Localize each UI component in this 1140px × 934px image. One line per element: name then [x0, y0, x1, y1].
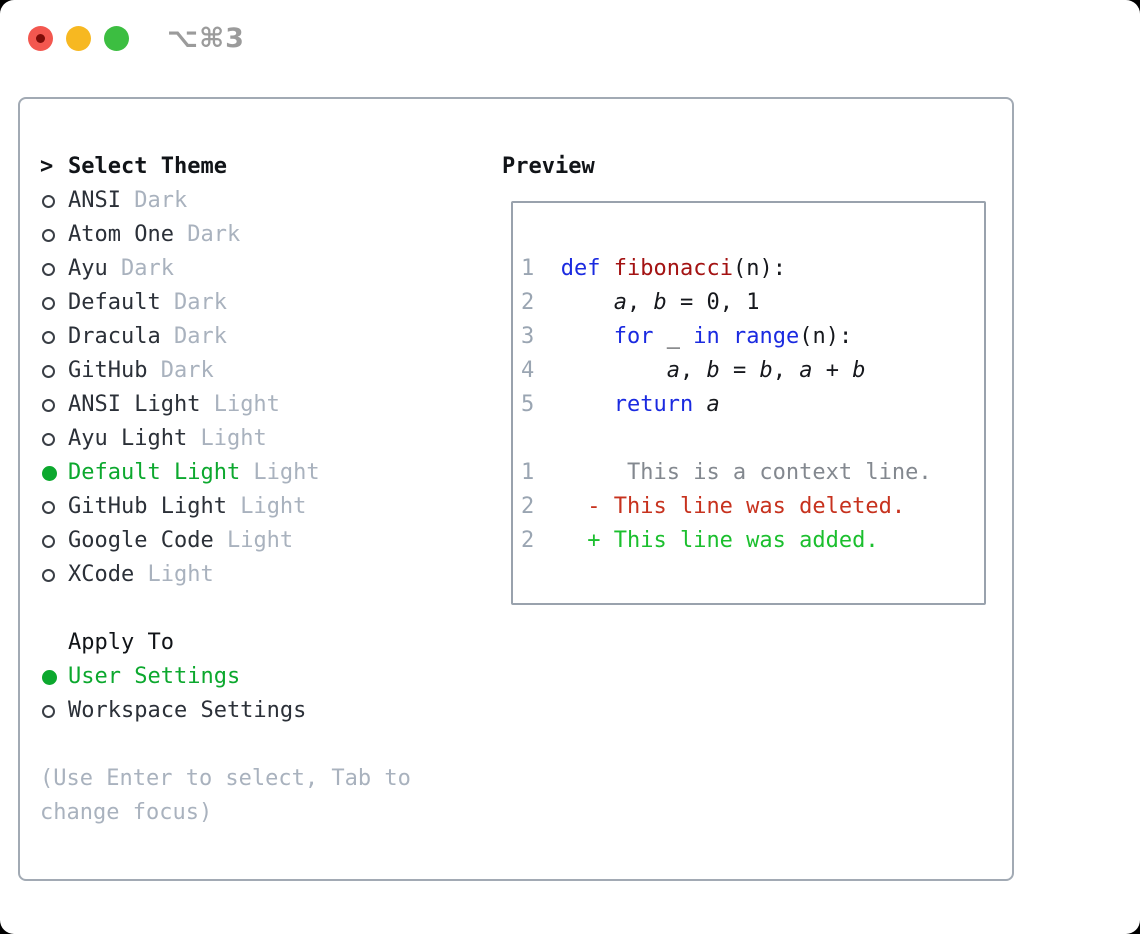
radio-icon — [42, 364, 55, 378]
radio-icon — [42, 194, 55, 208]
theme-variant-tag: Dark — [173, 222, 241, 247]
theme-list-item[interactable]: GitHub Light Light — [40, 490, 502, 524]
select-theme-title: Select Theme — [68, 154, 227, 179]
apply-option-label: Workspace Settings — [68, 698, 307, 723]
preview-code-line: 4 a, b = b, a + b — [521, 358, 866, 383]
preview-code-line: 2 a, b = 0, 1 — [521, 290, 760, 315]
theme-variant-tag: Dark — [120, 188, 188, 213]
theme-variant-tag: Light — [187, 426, 267, 451]
theme-variant-tag: Light — [226, 494, 307, 519]
theme-list-item[interactable]: Ayu Dark — [40, 252, 502, 286]
theme-variant-tag: Dark — [160, 324, 227, 349]
theme-variant-tag: Light — [134, 562, 214, 587]
theme-name: Default Light — [68, 460, 241, 485]
theme-name: Google Code — [68, 528, 214, 553]
preview-code-line: 1 def fibonacci(n): — [521, 256, 786, 281]
theme-name: Default — [68, 290, 161, 315]
traffic-lights — [28, 25, 129, 51]
radio-icon — [42, 704, 55, 718]
theme-name: XCode — [68, 562, 135, 587]
theme-variant-tag: Light — [200, 392, 280, 417]
theme-name: Ayu Light — [68, 426, 188, 451]
theme-list-item[interactable]: Atom One Dark — [40, 218, 502, 252]
radio-icon — [42, 534, 55, 548]
preview-code-line: 1 This is a context line. — [521, 460, 932, 485]
radio-selected-icon — [42, 465, 57, 481]
prompt-chevron-icon: > — [40, 154, 54, 179]
titlebar: ⌥⌘3 — [0, 0, 1140, 76]
theme-list-item[interactable]: ANSI Dark — [40, 184, 502, 218]
theme-list-item[interactable]: ANSI Light Light — [40, 388, 502, 422]
radio-icon — [42, 262, 55, 276]
theme-name: Atom One — [68, 222, 174, 247]
theme-name: Ayu — [68, 256, 108, 281]
theme-name: ANSI Light — [68, 392, 201, 417]
preview-column: Preview 1 def fibonacci(n): 2 a, b = 0, 1… — [502, 150, 1012, 830]
theme-name: GitHub — [68, 358, 148, 383]
spacer — [40, 728, 502, 762]
zoom-button[interactable] — [104, 25, 129, 51]
theme-list-item[interactable]: Default Light Light — [40, 456, 502, 490]
radio-icon — [42, 296, 55, 310]
theme-variant-tag: Dark — [147, 358, 214, 383]
apply-to-header: Apply To — [40, 626, 502, 660]
theme-name: GitHub Light — [68, 494, 227, 519]
radio-icon — [42, 228, 55, 242]
preview-code-line: 5 return a — [521, 392, 720, 417]
radio-icon — [42, 568, 55, 582]
theme-list-item[interactable]: Ayu Light Light — [40, 422, 502, 456]
theme-list-item[interactable]: Dracula Dark — [40, 320, 502, 354]
spacer — [40, 592, 502, 626]
preview-code-line: 2 + This line was added. — [521, 528, 879, 553]
radio-selected-icon — [42, 669, 57, 685]
radio-icon — [42, 330, 55, 344]
apply-option-label: User Settings — [68, 664, 241, 689]
theme-variant-tag: Dark — [160, 290, 227, 315]
apply-to-title: Apply To — [68, 630, 174, 655]
preview-title: Preview — [502, 154, 595, 179]
code-preview-pane: 1 def fibonacci(n): 2 a, b = 0, 1 3 for _ … — [511, 201, 986, 605]
hint-text-line-2: change focus) — [40, 800, 213, 825]
preview-code-line: 3 for _ in range(n): — [521, 324, 853, 349]
keyboard-shortcut-label: ⌥⌘3 — [167, 22, 245, 54]
preview-code-line — [521, 422, 984, 456]
radio-icon — [42, 398, 55, 412]
radio-icon — [42, 500, 55, 514]
minimize-button[interactable] — [66, 25, 91, 51]
theme-variant-tag: Light — [240, 460, 320, 485]
theme-variant-tag: Dark — [107, 256, 174, 281]
apply-to-option[interactable]: User Settings — [40, 660, 502, 694]
radio-icon — [42, 432, 55, 446]
theme-variant-tag: Light — [213, 528, 294, 553]
select-theme-header: > Select Theme — [40, 150, 502, 184]
theme-name: Dracula — [68, 324, 161, 349]
theme-list-item[interactable]: Google Code Light — [40, 524, 502, 558]
theme-list-item[interactable]: Default Dark — [40, 286, 502, 320]
hint-text-line-1: (Use Enter to select, Tab to — [40, 766, 411, 791]
theme-name: ANSI — [68, 188, 121, 213]
theme-list-item[interactable]: XCode Light — [40, 558, 502, 592]
preview-code-line: 2 - This line was deleted. — [521, 494, 906, 519]
apply-to-option[interactable]: Workspace Settings — [40, 694, 502, 728]
close-button[interactable] — [28, 25, 53, 51]
theme-list-item[interactable]: GitHub Dark — [40, 354, 502, 388]
